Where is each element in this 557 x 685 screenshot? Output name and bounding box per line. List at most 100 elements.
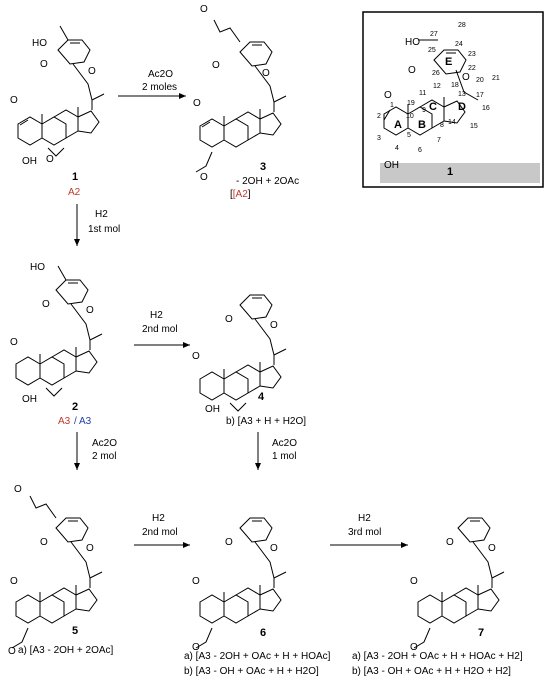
compound-5-number: 5 bbox=[72, 625, 78, 637]
ring-d-label: D bbox=[458, 101, 466, 113]
atom-10: 10 bbox=[406, 113, 414, 120]
c3-ring-o: O bbox=[262, 68, 270, 79]
c6-ketone-o: O bbox=[192, 576, 200, 587]
atom-26: 26 bbox=[432, 70, 440, 77]
c3-ketone-o: O bbox=[193, 98, 201, 109]
compound-3-structure bbox=[195, 19, 287, 173]
reagent-ac2o-2mol-2: 2 mol bbox=[92, 451, 116, 462]
reagent-h2-third-2: 3rd mol bbox=[348, 527, 381, 538]
c5-acetate-o2: O bbox=[8, 646, 16, 657]
atom-1: 1 bbox=[390, 102, 394, 109]
ring-b-label: B bbox=[418, 119, 426, 131]
compound-1-structure bbox=[17, 25, 105, 157]
c2-lactone-o: O bbox=[42, 299, 50, 310]
c3-acetate-o2: O bbox=[200, 172, 208, 183]
compound-6-structure bbox=[195, 517, 287, 649]
reference-box: HO O O O OH 1 A B C D E 1 2 3 4 5 6 7 8 … bbox=[362, 11, 544, 188]
atom-14: 14 bbox=[448, 119, 456, 126]
compound-7-note-b: b) [A3 - OH + OAc + H + H2O + H2] bbox=[352, 666, 511, 677]
ref-ho: HO bbox=[405, 37, 420, 48]
c4-oh: OH bbox=[205, 404, 220, 415]
c1-epoxide-o: O bbox=[46, 154, 54, 165]
compound-7-note-a: a) [A3 - 2OH + OAc + H + HOAc + H2] bbox=[352, 651, 523, 662]
c7-ring-o: O bbox=[488, 543, 496, 554]
ring-e-label: E bbox=[445, 56, 452, 68]
c7-lactone-o: O bbox=[446, 537, 454, 548]
atom-21: 21 bbox=[492, 75, 500, 82]
reagent-top-2: 2 moles bbox=[142, 82, 177, 93]
reagent-h2-6-1: H2 bbox=[152, 513, 165, 524]
c4-ring-o: O bbox=[270, 320, 278, 331]
ring-c-label: C bbox=[429, 101, 437, 113]
c3-acetate-o: O bbox=[200, 4, 208, 15]
compound-2-structure bbox=[15, 265, 103, 397]
c4-lactone-o: O bbox=[225, 314, 233, 325]
atom-19: 19 bbox=[407, 100, 415, 107]
compound-4-structure bbox=[199, 294, 287, 412]
c2-ho: HO bbox=[30, 262, 45, 273]
reagent-h2-first-2: 1st mol bbox=[88, 224, 120, 235]
ref-oh: OH bbox=[384, 160, 399, 171]
c1-lactone-o: O bbox=[40, 59, 48, 70]
atom-17: 17 bbox=[476, 92, 484, 99]
atom-16: 16 bbox=[482, 105, 490, 112]
atom-13: 13 bbox=[458, 91, 466, 98]
c1-ring-o: O bbox=[88, 66, 96, 77]
compound-6-note-b: b) [A3 - OH + OAc + H + H2O] bbox=[184, 666, 319, 677]
reagent-ac2o-2mol-1: Ac2O bbox=[92, 438, 117, 449]
ref-ketone-o: O bbox=[384, 90, 392, 101]
ref-lactone-o: O bbox=[408, 65, 416, 76]
atom-2: 2 bbox=[377, 113, 381, 120]
compound-3-number: 3 bbox=[260, 161, 266, 173]
compound-4-number: 4 bbox=[258, 391, 265, 403]
c1-ho: HO bbox=[32, 38, 47, 49]
ref-ring-o: O bbox=[462, 72, 470, 83]
atom-23: 23 bbox=[468, 51, 476, 58]
reagent-h2-first-1: H2 bbox=[95, 209, 108, 220]
atom-4: 4 bbox=[395, 145, 399, 152]
atom-9: 9 bbox=[422, 107, 426, 114]
c6-acetate-o: O bbox=[192, 642, 200, 653]
compound-3-bracket-a: [A2 bbox=[233, 189, 248, 200]
atom-20: 20 bbox=[476, 77, 484, 84]
atom-6: 6 bbox=[418, 147, 422, 154]
c2-oh: OH bbox=[22, 394, 37, 405]
reagent-h2-second-2: 2nd mol bbox=[142, 324, 178, 335]
c1-ketone-o: O bbox=[10, 95, 18, 106]
c5-ring-o: O bbox=[86, 543, 94, 554]
compound-5-structure bbox=[11, 495, 103, 649]
atom-22: 22 bbox=[468, 65, 476, 72]
atom-27: 27 bbox=[430, 31, 438, 38]
compound-5-note: a) [A3 - 2OH + 2OAc] bbox=[18, 645, 114, 656]
atom-25: 25 bbox=[428, 47, 436, 54]
atom-12: 12 bbox=[433, 83, 441, 90]
compound-6-number: 6 bbox=[260, 627, 266, 639]
compound-3-note: - 2OH + 2OAc bbox=[236, 176, 299, 187]
reagent-h2-6-2: 2nd mol bbox=[142, 527, 178, 538]
atom-15: 15 bbox=[470, 123, 478, 130]
atom-24: 24 bbox=[455, 41, 463, 48]
reagent-ac2o-1mol-1: Ac2O bbox=[272, 438, 297, 449]
compound-2-number: 2 bbox=[72, 401, 78, 413]
reagent-ac2o-1mol-2: 1 mol bbox=[272, 451, 296, 462]
reagent-h2-third-1: H2 bbox=[358, 513, 371, 524]
c4-ketone-o: O bbox=[192, 351, 200, 362]
c2-ketone-o: O bbox=[10, 337, 18, 348]
c5-acetate-o: O bbox=[14, 484, 22, 495]
compound-3-bracket: [[A2] bbox=[230, 189, 251, 200]
c5-ketone-o: O bbox=[10, 576, 18, 587]
compound-2-label-a: A3 bbox=[58, 416, 71, 427]
c7-ketone-o: O bbox=[410, 576, 418, 587]
c7-acetate-o: O bbox=[410, 642, 418, 653]
atom-18: 18 bbox=[451, 82, 459, 89]
compound-6-note-a: a) [A3 - 2OH + OAc + H + HOAc] bbox=[184, 651, 331, 662]
ring-a-label: A bbox=[394, 119, 402, 131]
atom-5: 5 bbox=[407, 132, 411, 139]
compound-4-note: b) [A3 + H + H2O] bbox=[226, 416, 306, 427]
c1-oh: OH bbox=[22, 156, 37, 167]
atom-3: 3 bbox=[377, 135, 381, 142]
c3-lactone-o: O bbox=[212, 60, 220, 71]
compound-1-number: 1 bbox=[72, 171, 78, 183]
